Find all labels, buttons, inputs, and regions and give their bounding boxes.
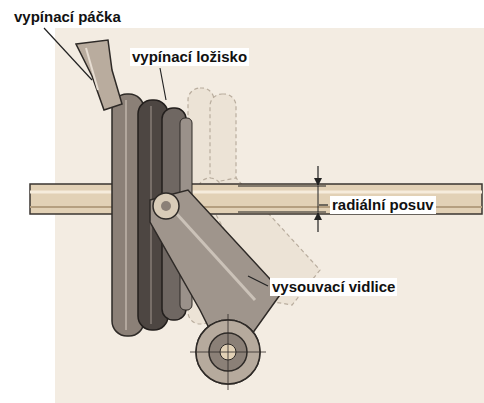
part-label: vypínací páčka <box>12 8 123 26</box>
part-label: vysouvací vidlice <box>270 278 397 296</box>
part-label: vypínací ložisko <box>130 48 249 66</box>
dimension-label: radiální posuv <box>330 196 436 214</box>
